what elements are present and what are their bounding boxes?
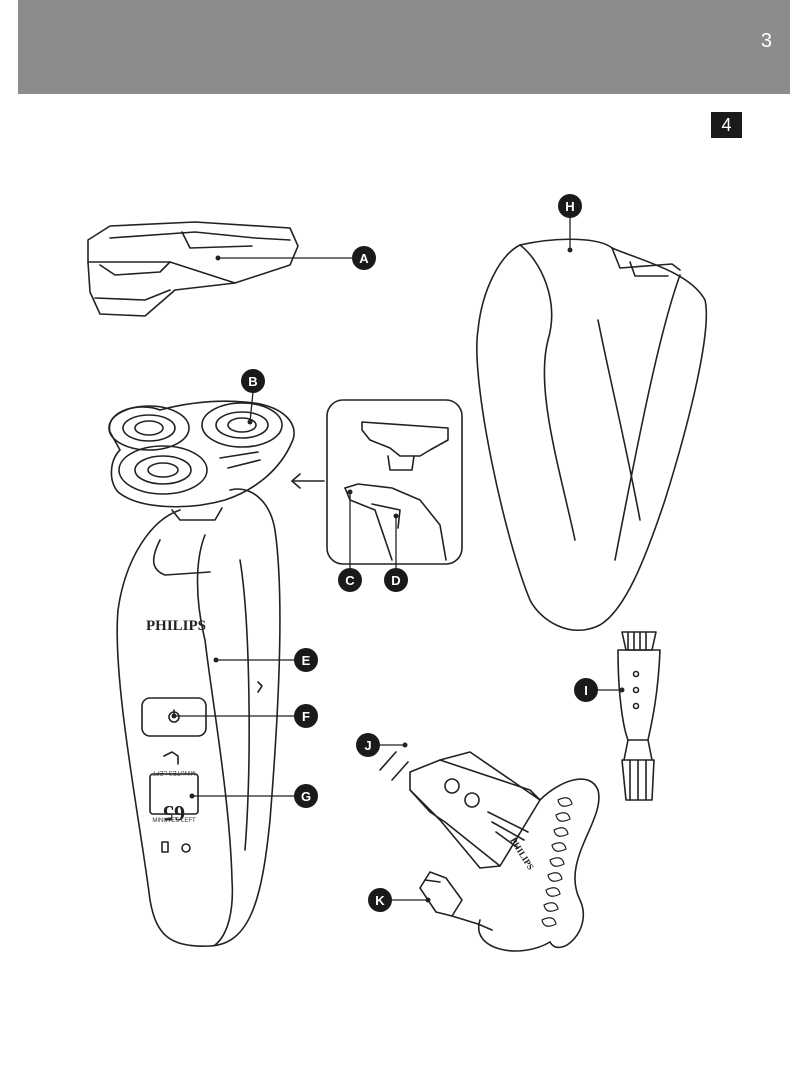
svg-text:B: B bbox=[248, 374, 257, 389]
label-D-badge: D bbox=[384, 568, 408, 592]
label-A-badge: A bbox=[352, 246, 376, 270]
svg-text:I: I bbox=[584, 683, 588, 698]
inset-detail bbox=[291, 399, 463, 565]
svg-text:F: F bbox=[302, 709, 310, 724]
svg-text:J: J bbox=[364, 738, 371, 753]
svg-text:E: E bbox=[302, 653, 311, 668]
power-plug-drawing bbox=[379, 751, 600, 952]
connector-plug-drawing bbox=[419, 871, 493, 931]
display-caption: MINUTES LEFT bbox=[152, 818, 196, 824]
pouch-drawing bbox=[476, 238, 708, 631]
coiled-cord bbox=[541, 797, 573, 927]
stand-drawing bbox=[87, 221, 299, 317]
shaver-drawing bbox=[108, 400, 295, 947]
display-caption-mirrored: MINUTES LEFT bbox=[152, 769, 196, 775]
label-J-badge: J bbox=[356, 733, 380, 757]
figure-number: 4 bbox=[711, 112, 742, 138]
brush-drawing bbox=[617, 631, 661, 801]
label-B-badge: B bbox=[241, 369, 265, 393]
charger-brand-text: PHILIPS bbox=[508, 836, 536, 872]
label-K-badge: K bbox=[368, 888, 392, 912]
page-number: 3 bbox=[760, 30, 772, 52]
display-digits: 65 bbox=[163, 801, 185, 826]
label-E-badge: E bbox=[294, 648, 318, 672]
svg-text:C: C bbox=[345, 573, 355, 588]
svg-text:G: G bbox=[301, 789, 311, 804]
label-G-badge: G bbox=[294, 784, 318, 808]
header-bar: 3 bbox=[18, 0, 790, 94]
shaver-brand-text: PHILIPS bbox=[146, 618, 206, 634]
svg-text:K: K bbox=[375, 893, 385, 908]
svg-text:D: D bbox=[391, 573, 400, 588]
svg-text:A: A bbox=[359, 251, 369, 266]
label-C-badge: C bbox=[338, 568, 362, 592]
label-F-badge: F bbox=[294, 704, 318, 728]
svg-text:H: H bbox=[565, 199, 574, 214]
label-H-badge: H bbox=[558, 194, 582, 218]
callout-lines bbox=[173, 215, 623, 901]
label-I-badge: I bbox=[574, 678, 598, 702]
